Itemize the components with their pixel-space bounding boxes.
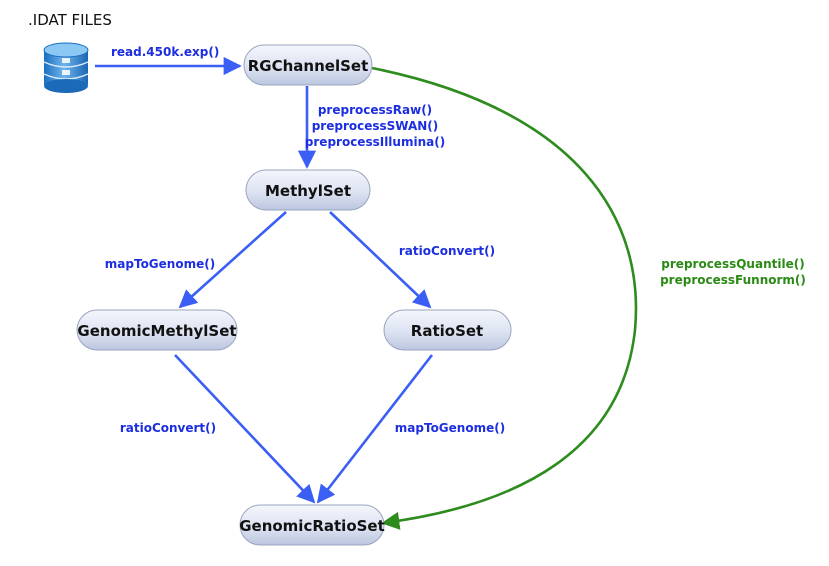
edge-ratio-left (174, 354, 316, 504)
edge-map-left (178, 211, 287, 309)
node-ratioset[interactable]: RatioSet (383, 309, 512, 351)
database-icon (43, 42, 89, 93)
edge-label-ratio-convert-left: ratioConvert() (120, 421, 216, 435)
edge-label-read: read.450k.exp() (111, 45, 219, 59)
diagram-title: .IDAT FILES (28, 11, 112, 29)
edge-map-right (316, 354, 434, 504)
edge-label-map-to-genome-left: mapToGenome() (105, 257, 215, 271)
edge-label-map-to-genome-right: mapToGenome() (395, 421, 505, 435)
node-genomicmethylset[interactable]: GenomicMethylSet (76, 309, 238, 351)
edge-label-preprocess-funnorm: preprocessFunnorm() (660, 273, 806, 287)
edge-label-preprocess-illumina: preprocessIllumina() (305, 135, 445, 149)
edge-ratio-right (329, 211, 432, 309)
node-label: RatioSet (411, 322, 483, 340)
node-genomicratioset[interactable]: GenomicRatioSet (239, 504, 385, 546)
node-label: MethylSet (265, 182, 351, 200)
node-label: RGChannelSet (248, 57, 369, 75)
node-label: GenomicMethylSet (77, 322, 236, 340)
edge-label-preprocess-swan: preprocessSWAN() (312, 119, 439, 133)
edge-label-preprocess-quantile: preprocessQuantile() (661, 257, 804, 271)
edge-label-ratio-convert-right: ratioConvert() (399, 244, 495, 258)
node-methylset[interactable]: MethylSet (245, 169, 371, 211)
node-label: GenomicRatioSet (239, 517, 385, 535)
edge-label-preprocess-raw: preprocessRaw() (318, 103, 432, 117)
edge-green-curve (371, 66, 638, 530)
node-rgchannelset[interactable]: RGChannelSet (243, 44, 373, 86)
